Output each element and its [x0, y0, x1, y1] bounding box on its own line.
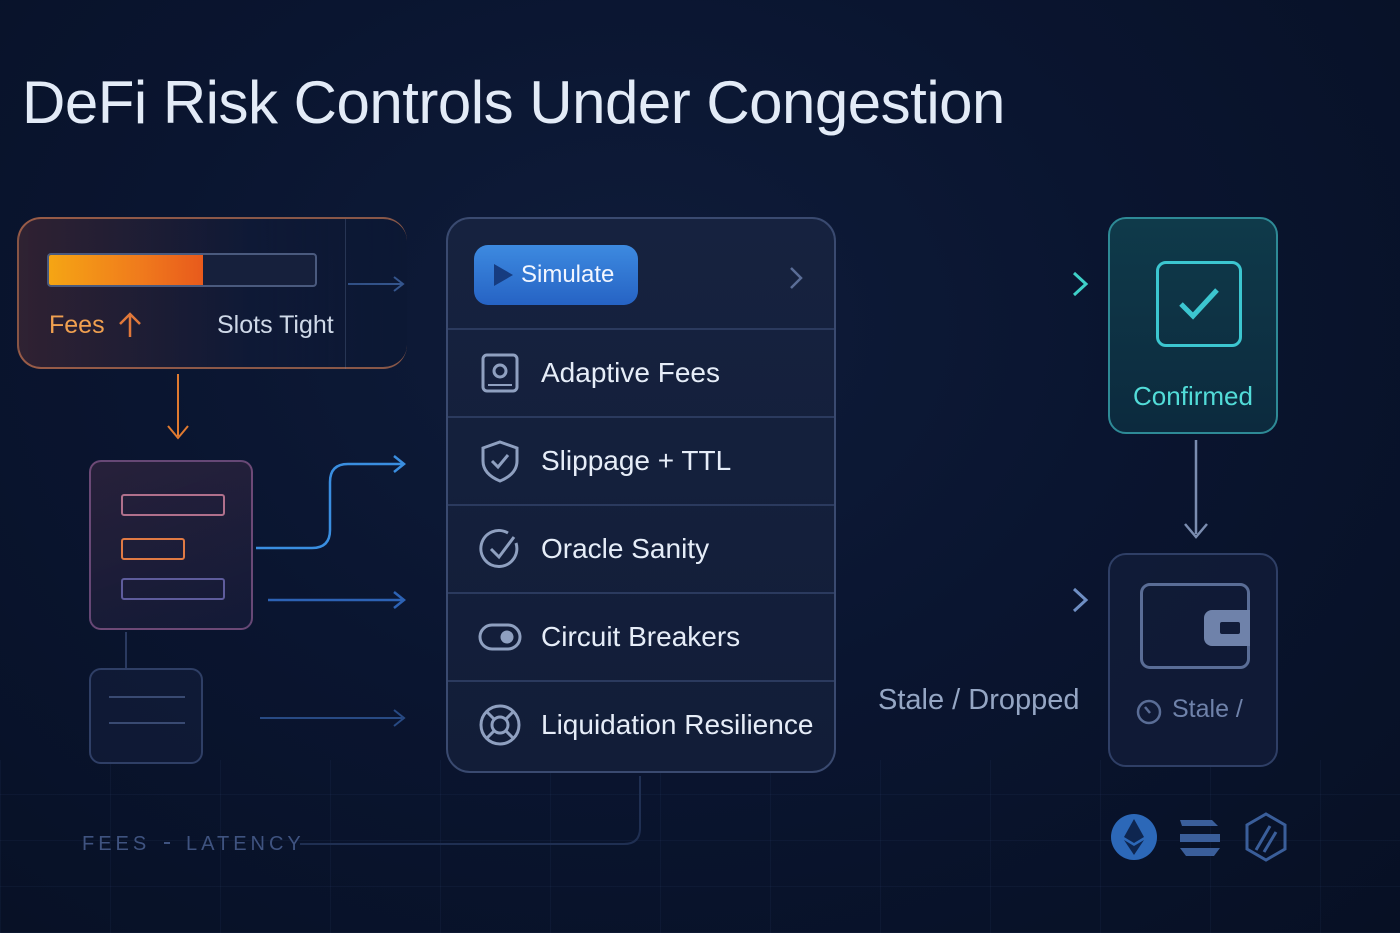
legend-latency: LATENCY [186, 833, 305, 855]
control-row-adaptive-fees[interactable]: Adaptive Fees [448, 328, 834, 416]
lifebuoy-icon [478, 703, 522, 747]
fees-label: Fees [49, 311, 105, 339]
simulate-label: Simulate [521, 261, 615, 288]
fee-level-bar [47, 253, 317, 287]
page-title: DeFi Risk Controls Under Congestion [22, 69, 1005, 136]
control-row-oracle-sanity[interactable]: Oracle Sanity [448, 504, 834, 592]
queue-row [121, 538, 185, 560]
risk-controls-panel: Simulate Adaptive Fees Slippage + TTL [446, 217, 836, 773]
control-label: Circuit Breakers [541, 621, 741, 652]
queue-row [121, 578, 225, 600]
control-label: Liquidation Resilience [541, 709, 814, 740]
fee-level-fill [49, 255, 204, 285]
check-circle-icon [478, 527, 522, 571]
transaction-queue-card [89, 460, 253, 630]
shield-check-icon [478, 439, 522, 483]
card-divider [345, 219, 346, 369]
queue-row [121, 494, 225, 516]
control-row-slippage-ttl[interactable]: Slippage + TTL [448, 416, 834, 504]
chevron-right-icon[interactable] [788, 265, 804, 296]
control-label: Oracle Sanity [541, 533, 710, 564]
clock-icon [1136, 699, 1162, 730]
fees-card: Fees Slots Tight [17, 217, 407, 369]
placeholder-line [109, 696, 185, 698]
ethereum-icon [1110, 810, 1160, 864]
arrow-up-icon [117, 311, 143, 344]
legend-separator [164, 842, 170, 844]
control-label: Slippage + TTL [541, 445, 732, 476]
checkmark-icon [1156, 261, 1242, 347]
solana-icon [1176, 810, 1226, 864]
confirmed-card: Confirmed [1108, 217, 1278, 434]
stale-short-label: Stale / [1172, 695, 1243, 723]
play-icon [494, 264, 513, 286]
simulate-button[interactable]: Simulate [474, 245, 638, 305]
pending-tx-card [89, 668, 203, 764]
confirmed-label: Confirmed [1133, 381, 1253, 411]
arbitrum-icon [1242, 810, 1292, 864]
camera-square-icon [478, 351, 522, 395]
legend-fees: FEES [82, 833, 151, 855]
wallet-icon [1140, 583, 1250, 669]
slots-tight-label: Slots Tight [217, 311, 334, 339]
toggle-switch-icon [478, 615, 522, 659]
control-row-liquidation-resilience[interactable]: Liquidation Resilience [448, 680, 834, 768]
stale-card: Stale / [1108, 553, 1278, 767]
stale-dropped-label: Stale / Dropped [878, 684, 1080, 716]
placeholder-line [109, 722, 185, 724]
control-label: Adaptive Fees [541, 357, 720, 388]
control-row-circuit-breakers[interactable]: Circuit Breakers [448, 592, 834, 680]
